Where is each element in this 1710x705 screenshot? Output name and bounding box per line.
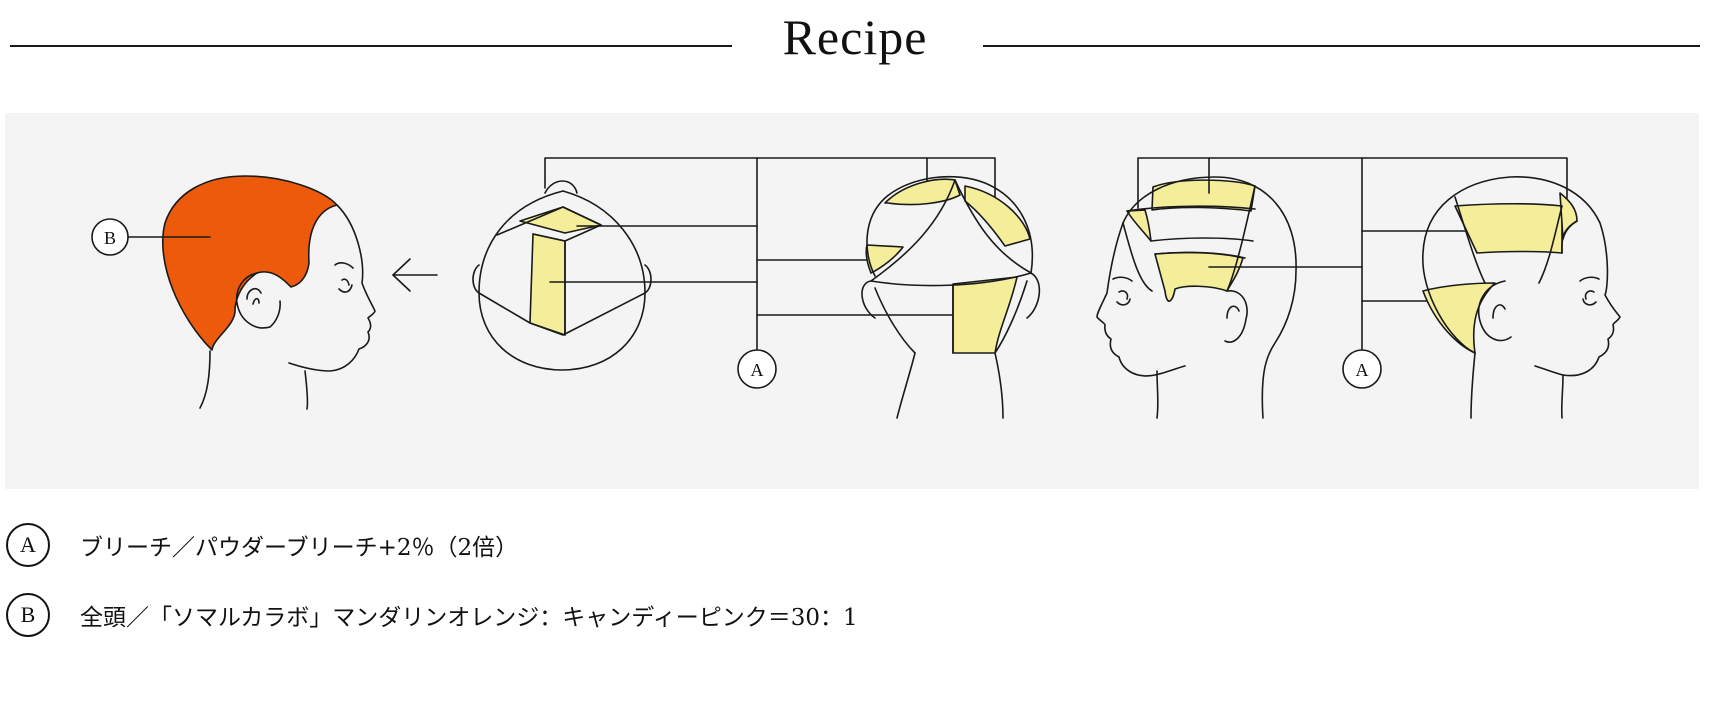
head-top-view (472, 180, 758, 371)
side-r-outline (1422, 176, 1621, 377)
back-a-zone-top (884, 178, 961, 206)
legend-text-b: 全頭／「ソマルカラボ」マンダリンオレンジ：キャンディーピンク＝30：1 (80, 605, 858, 631)
marker-a2-circle (1342, 349, 1382, 389)
side-l-face (1096, 222, 1186, 377)
side-l-ear (1224, 290, 1248, 343)
side-l-outline (1122, 176, 1297, 419)
header-rule-right (983, 45, 1700, 47)
marker-a2-label: A (1356, 360, 1369, 380)
legend-row-b: B 全頭／「ソマルカラボ」マンダリンオレンジ：キャンディーピンク＝30：1 (6, 591, 858, 639)
b-zone-fill (161, 175, 338, 351)
back-outline (866, 175, 1034, 277)
side-l-a-zone-mid (1154, 251, 1244, 302)
neck-back (199, 350, 211, 409)
connector-a1: A (544, 157, 996, 389)
back-a-zone-nape (952, 276, 1018, 354)
head-side-b-zone: B (91, 175, 376, 410)
eyebrow (334, 262, 354, 269)
side-r-a-zone-tip (1559, 192, 1578, 240)
eye (341, 278, 350, 286)
header-rule-left (10, 45, 732, 47)
side-r-ear (1478, 280, 1512, 342)
neck-front (304, 370, 309, 410)
back-ear-right (1026, 272, 1041, 319)
side-l-eye (1118, 290, 1129, 300)
top-outline (478, 190, 646, 371)
page-title: Recipe (782, 9, 928, 65)
back-neck-right (994, 352, 1004, 419)
diagram-panel: B A (5, 113, 1699, 489)
side-l-a-zone-top (1151, 179, 1256, 212)
side-l-a-zone-front (1126, 209, 1152, 242)
marker-b-label: B (104, 228, 116, 248)
legend-row-a: A ブリーチ／パウダーブリーチ+2％（2倍） (6, 521, 518, 569)
marker-b-circle (91, 218, 129, 256)
ear-right (644, 264, 652, 294)
side-r-a-zone-lower (1422, 282, 1496, 354)
legend-marker-a: A (6, 523, 50, 567)
legend-text-a: ブリーチ／パウダーブリーチ+2％（2倍） (80, 535, 519, 561)
ear (235, 272, 281, 329)
head-side-right (1422, 176, 1621, 419)
ear-left (472, 264, 480, 294)
marker-a1-circle (737, 349, 777, 389)
connector-a2: A (1137, 157, 1568, 389)
side-r-eye (1584, 290, 1595, 300)
left-arrow-icon (392, 258, 438, 292)
head-side-left (1096, 176, 1363, 419)
top-a-zone-2 (529, 233, 566, 336)
head-side-outline (288, 204, 376, 372)
legend-marker-b: B (6, 593, 50, 637)
back-a-zone-left (865, 244, 904, 274)
marker-a1-label: A (751, 360, 764, 380)
nose-bump (544, 180, 578, 194)
back-ear-left (861, 280, 876, 319)
back-neck-left (896, 352, 916, 419)
head-back-view (861, 175, 1041, 419)
hair-color-diagram: B A (91, 157, 1621, 419)
